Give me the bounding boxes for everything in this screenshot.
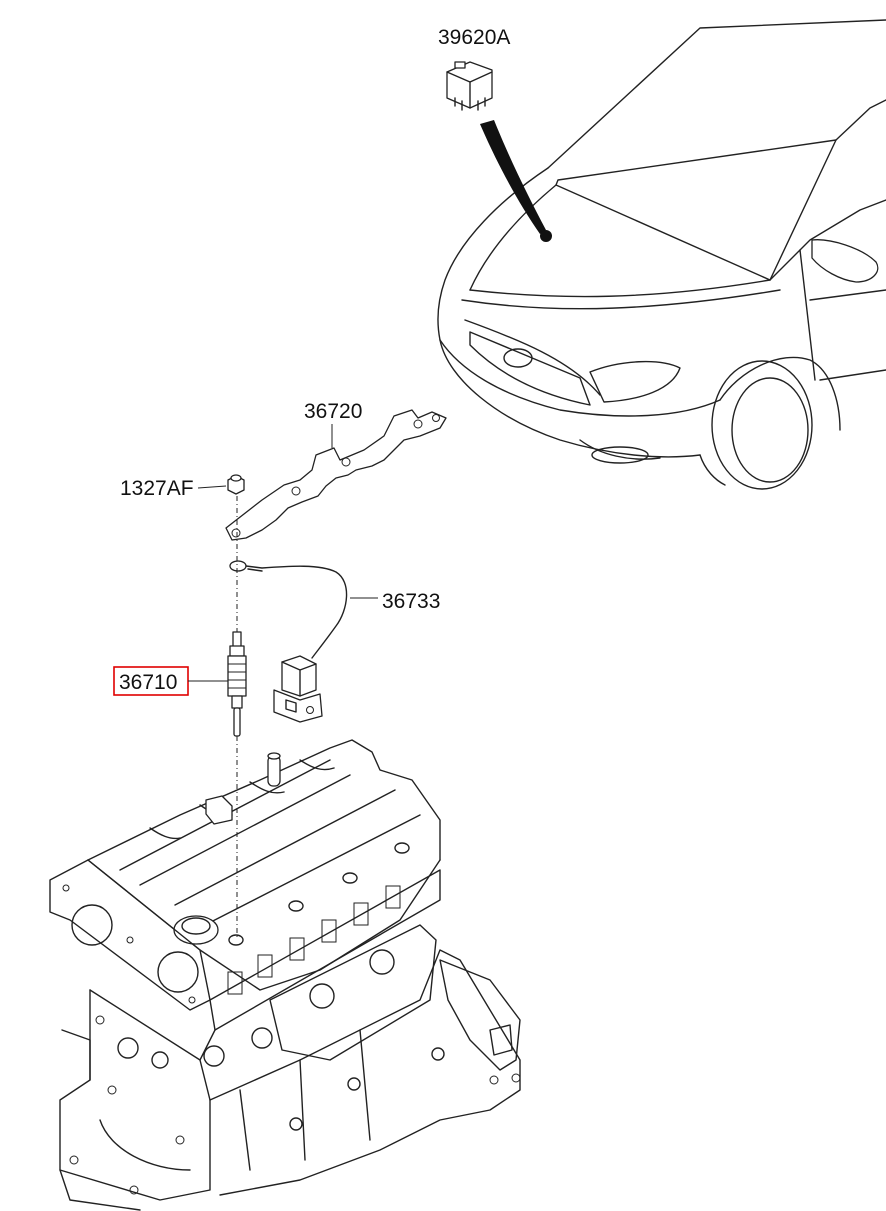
part-label-36710[interactable]: 36710 <box>119 671 177 694</box>
relay-icon <box>446 61 493 111</box>
part-label-39620a[interactable]: 39620A <box>438 26 510 49</box>
glow-plug-icon <box>227 631 247 737</box>
glow-plug-bracket <box>225 409 447 541</box>
part-label-36720[interactable]: 36720 <box>304 400 362 423</box>
relay-location-arrow <box>480 120 552 242</box>
engine-illustration <box>49 739 521 1211</box>
part-label-36733[interactable]: 36733 <box>382 590 440 613</box>
vehicle-illustration <box>437 19 886 490</box>
nut-icon <box>227 474 245 495</box>
glow-plug-wire <box>229 560 348 723</box>
leader-1327af <box>197 485 227 489</box>
part-label-1327af[interactable]: 1327AF <box>120 477 194 500</box>
